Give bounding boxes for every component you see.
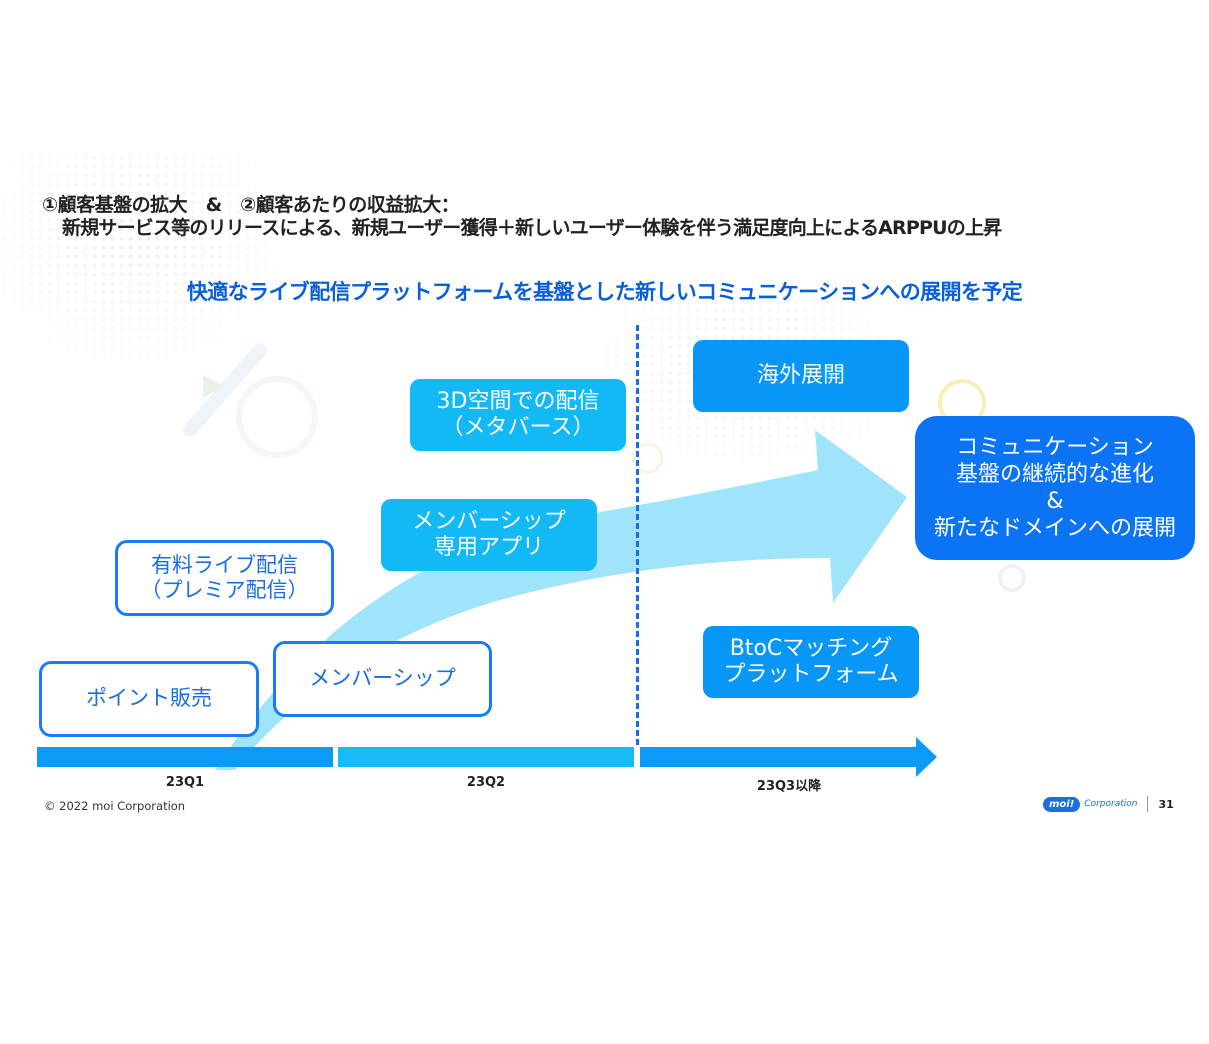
deco-ring-grey xyxy=(998,564,1026,592)
timeline-segment-q1 xyxy=(37,747,333,767)
box-text: コミュニケーション xyxy=(956,434,1154,460)
timeline-segment-q2 xyxy=(338,747,634,767)
timeline-label-q3: 23Q3以降 xyxy=(756,779,822,794)
box-text: BtoCマッチング xyxy=(729,635,893,661)
box-text: 新たなドメインへの展開 xyxy=(933,516,1176,542)
timeline-label-q2: 23Q2 xyxy=(466,775,506,790)
phase-divider xyxy=(636,325,639,745)
box-membership: メンバーシップ xyxy=(273,641,492,717)
deco-stroke xyxy=(183,343,267,437)
box-text: 海外展開 xyxy=(756,362,845,388)
logo-text: Corporation xyxy=(1084,799,1138,809)
box-text: メンバーシップ xyxy=(309,666,456,691)
box-btoc-matching: BtoCマッチング プラットフォーム xyxy=(703,626,919,698)
box-text: （プレミア配信） xyxy=(140,578,309,602)
page-number: 31 xyxy=(1158,797,1174,811)
deco-circle xyxy=(236,376,318,458)
box-overseas: 海外展開 xyxy=(693,340,909,412)
box-text: （メタバース） xyxy=(441,415,595,440)
footer-separator xyxy=(1147,796,1149,812)
header-line-1: ①顧客基盤の拡大 & ②顧客あたりの収益拡大： xyxy=(42,194,460,216)
box-paid-live: 有料ライブ配信 （プレミア配信） xyxy=(115,540,334,616)
deco-ring-orange xyxy=(632,442,664,474)
box-text: & xyxy=(1046,489,1064,514)
subtitle: 快適なライブ配信プラットフォームを基盤とした新しいコミュニケーションへの展開を予… xyxy=(186,280,1023,304)
box-text: メンバーシップ xyxy=(412,508,566,534)
box-text: 専用アプリ xyxy=(433,535,544,560)
header-line-2: 新規サービス等のリリースによる、新規ユーザー獲得＋新しいユーザー体験を伴う満足度… xyxy=(62,217,1002,239)
box-text: 3D空間での配信 xyxy=(436,388,600,414)
timeline-label-q1: 23Q1 xyxy=(165,775,205,790)
box-text: 有料ライブ配信 xyxy=(151,552,298,577)
box-text: 基盤の継続的な進化 xyxy=(955,461,1154,487)
box-text: プラットフォーム xyxy=(723,662,899,687)
timeline-segment-q3-arrow xyxy=(640,737,937,777)
box-communication-evolution: コミュニケーション 基盤の継続的な進化 & 新たなドメインへの展開 xyxy=(915,416,1195,560)
company-logo: moi! Corporation 31 xyxy=(1043,796,1174,812)
box-metaverse: 3D空間での配信 （メタバース） xyxy=(410,379,626,451)
logo-mark: moi! xyxy=(1043,796,1081,812)
copyright: © 2022 moi Corporation xyxy=(44,799,186,813)
box-point-sales: ポイント販売 xyxy=(39,661,259,737)
deco-triangle xyxy=(203,375,224,398)
box-text: ポイント販売 xyxy=(86,686,212,711)
box-membership-app: メンバーシップ 専用アプリ xyxy=(381,499,597,571)
growth-arrow xyxy=(215,430,907,770)
